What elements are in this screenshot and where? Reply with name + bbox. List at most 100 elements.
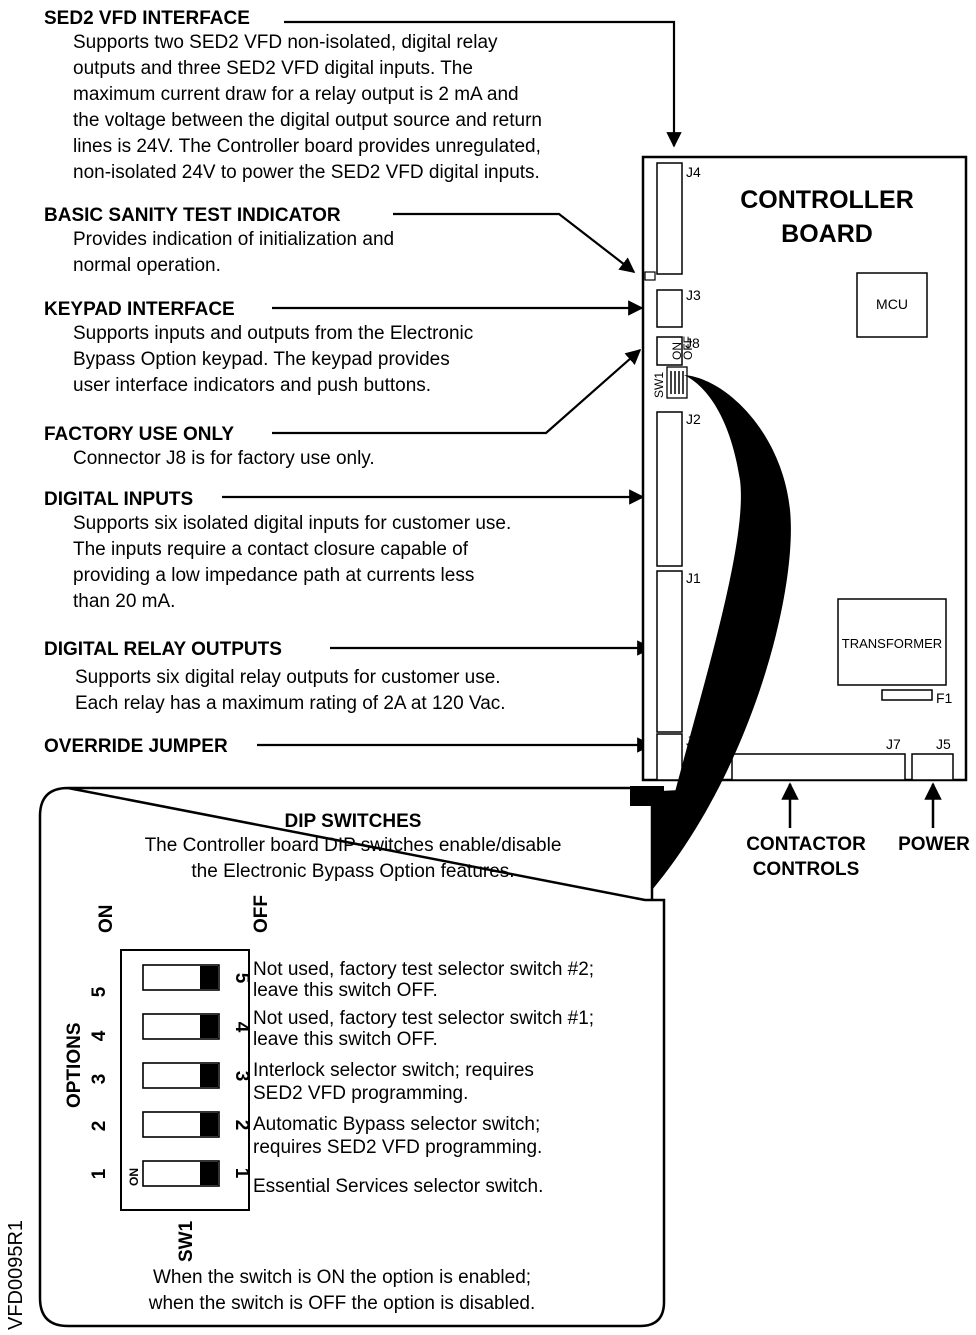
- connector-j7: [731, 753, 906, 781]
- callout-factory-heading: FACTORY USE ONLY: [44, 424, 234, 445]
- callout-override: OVERRIDE JUMPER: [44, 736, 228, 757]
- callout-keypad-heading: KEYPAD INTERFACE: [44, 299, 235, 320]
- dip-switch-on-text: ON: [127, 1168, 141, 1186]
- dip-subtitle-line1: The Controller board DIP switches enable…: [145, 835, 562, 856]
- dip-switch-desc: Interlock selector switch; requires: [253, 1060, 534, 1081]
- mcu-label: MCU: [876, 296, 908, 312]
- callout-relay-outputs-line: Each relay has a maximum rating of 2A at…: [75, 693, 506, 714]
- arrow-sanity: [393, 212, 636, 273]
- dip-switch-4: 4 4 Not used, factory test selector swit…: [89, 1008, 594, 1050]
- callout-sed2-line: Supports two SED2 VFD non-isolated, digi…: [73, 32, 498, 53]
- dip-switch-number-right: 3: [231, 1071, 252, 1082]
- j4-label: J4: [686, 164, 701, 180]
- contactor-label-line2: CONTROLS: [753, 859, 860, 880]
- j5-label: J5: [936, 736, 951, 752]
- dip-switch-2: 2 2 Automatic Bypass selector switch; re…: [89, 1111, 542, 1158]
- dip-switch-desc: requires SED2 VFD programming.: [253, 1137, 542, 1158]
- dip-switch-desc: leave this switch OFF.: [253, 1029, 438, 1050]
- dip-switch-number-right: 5: [231, 973, 252, 984]
- j7-label: J7: [886, 736, 901, 752]
- callout-sed2-heading: SED2 VFD INTERFACE: [44, 8, 250, 29]
- callout-sed2-line: the voltage between the digital output s…: [73, 110, 542, 131]
- dip-switch-desc: SED2 VFD programming.: [253, 1083, 468, 1104]
- callout-sanity-line: Provides indication of initialization an…: [73, 229, 394, 250]
- fuse-f1: [881, 689, 933, 701]
- callout-digital-inputs: DIGITAL INPUTS Supports six isolated dig…: [44, 489, 511, 612]
- callout-keypad-line: user interface indicators and push butto…: [73, 375, 431, 396]
- j8-label: J8: [685, 335, 700, 351]
- zoom-ribbon: [652, 375, 791, 890]
- dip-switch-desc: Essential Services selector switch.: [253, 1176, 543, 1197]
- f1-label: F1: [936, 690, 953, 706]
- callout-keypad: KEYPAD INTERFACE Supports inputs and out…: [44, 299, 473, 396]
- callout-relay-outputs-heading: DIGITAL RELAY OUTPUTS: [44, 639, 282, 660]
- callout-keypad-line: Supports inputs and outputs from the Ele…: [73, 323, 473, 344]
- dip-toggle-off: [200, 1015, 218, 1038]
- board-sw1-label: SW1: [652, 372, 666, 398]
- dip-switch-number-right: 1: [231, 1168, 252, 1179]
- j1-label: J1: [686, 570, 701, 586]
- callout-sanity-heading: BASIC SANITY TEST INDICATOR: [44, 205, 341, 226]
- dip-switch-number-left: 1: [89, 1168, 110, 1179]
- callout-sanity-line: normal operation.: [73, 255, 221, 276]
- j2-label: J2: [686, 411, 701, 427]
- callout-sed2-line: lines is 24V. The Controller board provi…: [73, 136, 541, 157]
- dip-switch-number-left: 3: [89, 1074, 110, 1085]
- callout-digital-inputs-line: than 20 mA.: [73, 591, 175, 612]
- callout-override-heading: OVERRIDE JUMPER: [44, 736, 228, 757]
- connector-j2: [656, 411, 683, 567]
- dip-switch-number-right: 2: [231, 1120, 252, 1131]
- j3-label: J3: [686, 287, 701, 303]
- controller-board: CONTROLLER BOARD MCU TRANSFORMER F1 J4 J…: [641, 155, 968, 782]
- callout-sed2: SED2 VFD INTERFACE Supports two SED2 VFD…: [44, 8, 542, 183]
- dip-switch-number-right: 4: [231, 1022, 252, 1033]
- dip-switch-desc: Not used, factory test selector switch #…: [253, 1008, 594, 1029]
- connector-j4: [656, 162, 683, 275]
- dip-switch-desc: Automatic Bypass selector switch;: [253, 1114, 540, 1135]
- callout-keypad-line: Bypass Option keypad. The keypad provide…: [73, 349, 450, 370]
- figure-id: VFD0095R1: [5, 1220, 27, 1330]
- dip-subtitle-line2: the Electronic Bypass Option features.: [191, 861, 514, 882]
- connector-j8: [656, 336, 683, 366]
- callout-relay-outputs-line: Supports six digital relay outputs for c…: [75, 667, 501, 688]
- dip-toggle-off: [200, 1113, 218, 1136]
- contactor-label-line1: CONTACTOR: [746, 834, 866, 855]
- callout-digital-inputs-line: The inputs require a contact closure cap…: [73, 539, 469, 560]
- connector-j5: [911, 753, 954, 781]
- dip-toggle-off: [200, 1064, 218, 1087]
- transformer: [837, 598, 947, 686]
- arrow-factory: [272, 348, 642, 435]
- callout-sanity: BASIC SANITY TEST INDICATOR Provides ind…: [44, 205, 394, 276]
- transformer-label: TRANSFORMER: [842, 636, 942, 651]
- board-title-line2: BOARD: [781, 220, 873, 248]
- dip-sw1-label: SW1: [176, 1220, 197, 1262]
- callout-relay-outputs: DIGITAL RELAY OUTPUTS Supports six digit…: [44, 639, 506, 714]
- arrow-sed2: [284, 20, 682, 148]
- mcu-chip: [856, 272, 928, 338]
- power-label: POWER: [898, 834, 970, 855]
- callout-sed2-line: outputs and three SED2 VFD digital input…: [73, 58, 473, 79]
- dip-switch-callout: DIP SWITCHES The Controller board DIP sw…: [38, 786, 666, 1328]
- dip-switch-number-left: 4: [89, 1030, 110, 1041]
- board-sw1-off: OFF: [681, 336, 695, 360]
- callout-digital-inputs-line: providing a low impedance path at curren…: [73, 565, 474, 586]
- dip-title: DIP SWITCHES: [285, 811, 422, 832]
- dip-switch-5: 5 5 Not used, factory test selector swit…: [89, 959, 594, 1001]
- dip-switch-desc: leave this switch OFF.: [253, 980, 438, 1001]
- dip-switch-number-left: 5: [89, 986, 110, 997]
- dip-toggle-off: [200, 966, 218, 989]
- callout-sed2-line: non-isolated 24V to power the SED2 VFD d…: [73, 162, 540, 183]
- callout-factory-line: Connector J8 is for factory use only.: [73, 448, 375, 469]
- board-sw1: SW1 ON OFF: [652, 336, 695, 399]
- dip-on-label: ON: [96, 905, 117, 934]
- callout-sed2-line: maximum current draw for a relay output …: [73, 84, 519, 105]
- dip-footer-line2: when the switch is OFF the option is dis…: [148, 1293, 536, 1314]
- dip-switch-number-left: 2: [89, 1121, 110, 1132]
- dip-toggle-off: [200, 1162, 218, 1185]
- dip-switch-1: 1 ON 1 Essential Services selector switc…: [89, 1160, 543, 1197]
- sanity-led: [644, 271, 656, 281]
- callout-digital-inputs-line: Supports six isolated digital inputs for…: [73, 513, 511, 534]
- dip-switch-desc: Not used, factory test selector switch #…: [253, 959, 594, 980]
- dip-footer-line1: When the switch is ON the option is enab…: [153, 1267, 531, 1288]
